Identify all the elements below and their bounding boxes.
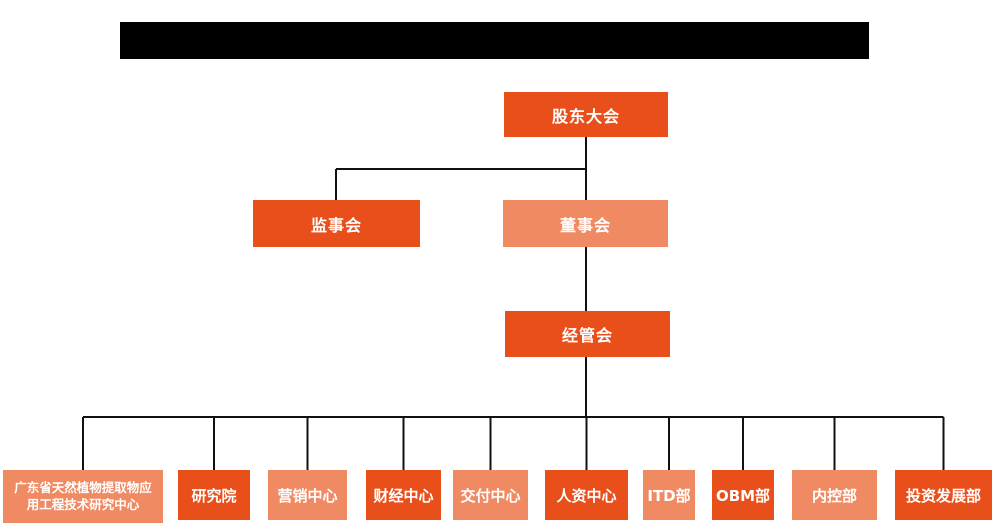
connector-path bbox=[82, 137, 945, 470]
org-node-label: 经管会 bbox=[561, 326, 613, 345]
org-node-itd-department: ITD部 bbox=[643, 470, 695, 520]
org-node-hr-center: 人资中心 bbox=[545, 470, 628, 520]
org-node-label: OBM部 bbox=[715, 486, 771, 505]
org-node-label: 财经中心 bbox=[373, 486, 434, 505]
org-node-research-center: 广东省天然植物提取物应 用工程技术研究中心 bbox=[3, 470, 163, 523]
org-node-label: 研究院 bbox=[191, 486, 237, 505]
org-node-delivery-center: 交付中心 bbox=[453, 470, 528, 520]
org-node-shareholders-meeting: 股东大会 bbox=[504, 92, 668, 137]
org-node-label: 董事会 bbox=[559, 215, 611, 235]
org-node-supervisory-board: 监事会 bbox=[253, 200, 420, 247]
org-node-label: 投资发展部 bbox=[905, 486, 981, 505]
org-node-label: 广东省天然植物提取物应 用工程技术研究中心 bbox=[14, 479, 152, 512]
org-node-label: 监事会 bbox=[310, 215, 362, 235]
org-node-finance-center: 财经中心 bbox=[366, 470, 441, 520]
org-node-label: 营销中心 bbox=[277, 486, 338, 505]
org-node-label: ITD部 bbox=[647, 486, 691, 505]
org-node-label: 人资中心 bbox=[556, 486, 617, 505]
org-node-label: 交付中心 bbox=[460, 486, 521, 505]
org-node-label: 股东大会 bbox=[551, 106, 620, 126]
org-node-label: 内控部 bbox=[811, 486, 857, 505]
org-node-board-of-directors: 董事会 bbox=[503, 200, 668, 247]
org-node-marketing-center: 营销中心 bbox=[268, 470, 347, 520]
org-node-research-institute: 研究院 bbox=[178, 470, 250, 520]
org-node-management-committee: 经管会 bbox=[505, 311, 670, 357]
redacted-title-bar bbox=[120, 22, 869, 59]
org-node-obm-department: OBM部 bbox=[712, 470, 774, 520]
org-node-investment-development-department: 投资发展部 bbox=[895, 470, 992, 520]
org-node-internal-control-department: 内控部 bbox=[792, 470, 877, 520]
